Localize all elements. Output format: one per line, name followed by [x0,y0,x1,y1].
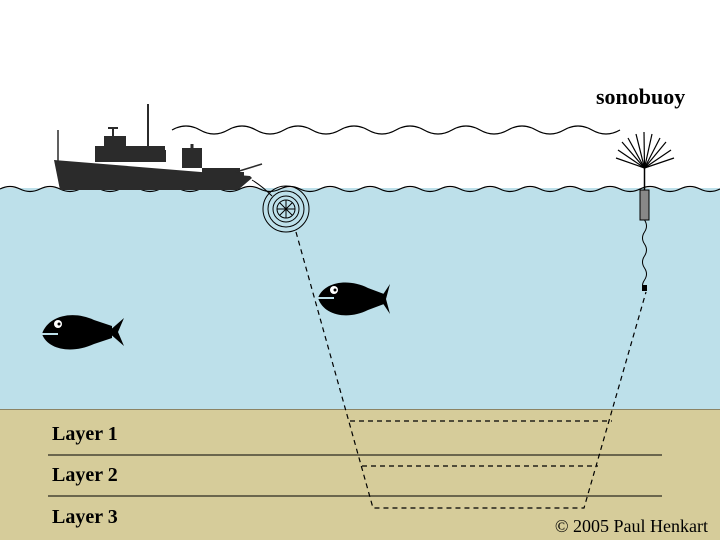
layer-3-label: Layer 3 [52,506,118,528]
seabed [0,409,720,540]
ship-icon [54,104,263,190]
fish-icon [318,282,390,316]
swell-line [171,125,621,135]
tow-cable [251,179,273,197]
ray-paths [295,231,647,509]
sonobuoy-icon [639,168,650,291]
antenna-icon [615,131,675,169]
copyright-notice: © 2005 Paul Henkart [554,516,708,536]
layer-1-label: Layer 1 [52,423,118,445]
hydrophone-icon [262,185,310,233]
fish-icon [42,315,124,350]
sonobuoy-label: sonobuoy [596,84,686,109]
layer-2-label: Layer 2 [52,464,118,486]
